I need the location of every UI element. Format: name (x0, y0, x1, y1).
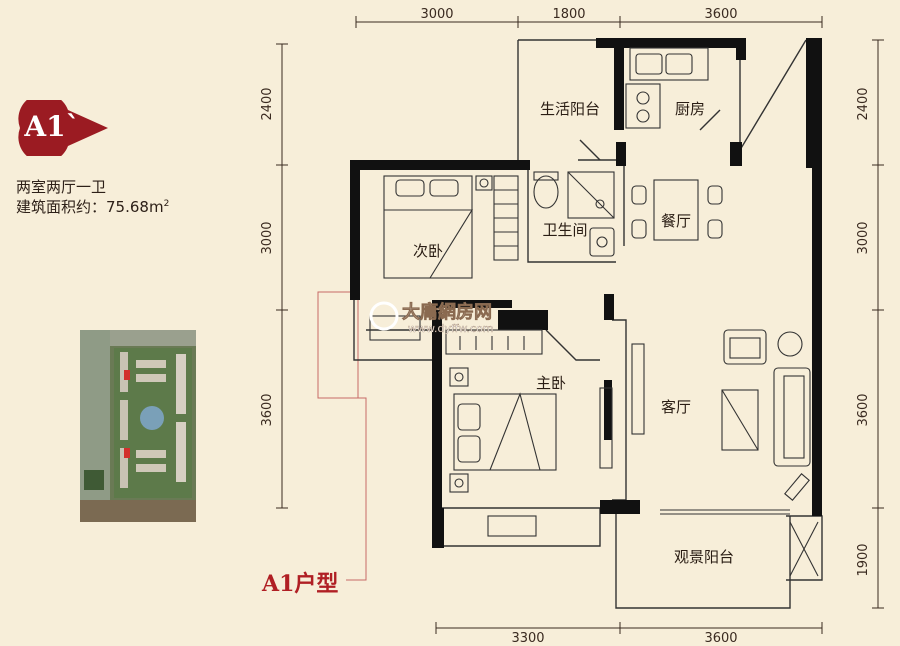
unit-area: 建筑面积约：75.68m2 (16, 196, 169, 217)
watermark-url: www.dyffw.com (408, 322, 494, 335)
unit-type-label: A1户型 (262, 571, 339, 597)
room-label-view-balcony: 观景阳台 (674, 548, 734, 566)
kitchen-fixtures (625, 47, 709, 129)
bathroom-fixtures (533, 171, 615, 257)
dim-right-2: 3000 (856, 221, 871, 254)
dining-table (631, 179, 723, 241)
dim-left-3: 3600 (260, 393, 275, 426)
room-label-second-bedroom: 次卧 (413, 242, 443, 260)
unit-layout: 两室两厅一卫 (16, 178, 107, 196)
dim-top-1: 3000 (420, 7, 453, 22)
room-label-kitchen: 厨房 (675, 100, 705, 118)
watermark: 大庸網房网 www.dyffw.com (369, 301, 494, 335)
dimension-lines (276, 16, 884, 634)
dim-left-2: 3000 (260, 221, 275, 254)
room-label-master-bedroom: 主卧 (536, 374, 566, 392)
dim-bottom-1: 3300 (511, 631, 544, 646)
watermark-name: 大庸網房网 (402, 301, 492, 323)
master-bedroom-furniture (445, 329, 613, 537)
unit-badge-text: A1` (24, 110, 80, 143)
bay-window-outline (317, 291, 359, 399)
unit-area-label: 建筑面积约：75.68m (16, 198, 164, 216)
room-label-living-balcony: 生活阳台 (540, 100, 600, 118)
dim-left-1: 2400 (260, 87, 275, 120)
dim-bottom-2: 3600 (704, 631, 737, 646)
watermark-logo-icon (369, 301, 399, 331)
dim-right-3: 3600 (856, 393, 871, 426)
label-pointer-line (317, 292, 367, 581)
dim-right-4: 1900 (856, 543, 871, 576)
site-plan-image (80, 330, 196, 522)
dim-top-3: 3600 (704, 7, 737, 22)
room-label-living-room: 客厅 (661, 398, 691, 416)
room-label-dining: 餐厅 (661, 212, 691, 230)
room-label-bathroom: 卫生间 (542, 221, 587, 239)
dim-right-1: 2400 (856, 87, 871, 120)
living-room-furniture (631, 329, 819, 577)
dim-top-2: 1800 (552, 7, 585, 22)
second-bedroom-furniture (369, 175, 519, 341)
exterior-walls (350, 38, 822, 548)
unit-area-superscript: 2 (163, 199, 170, 209)
unit-badge (18, 100, 108, 156)
